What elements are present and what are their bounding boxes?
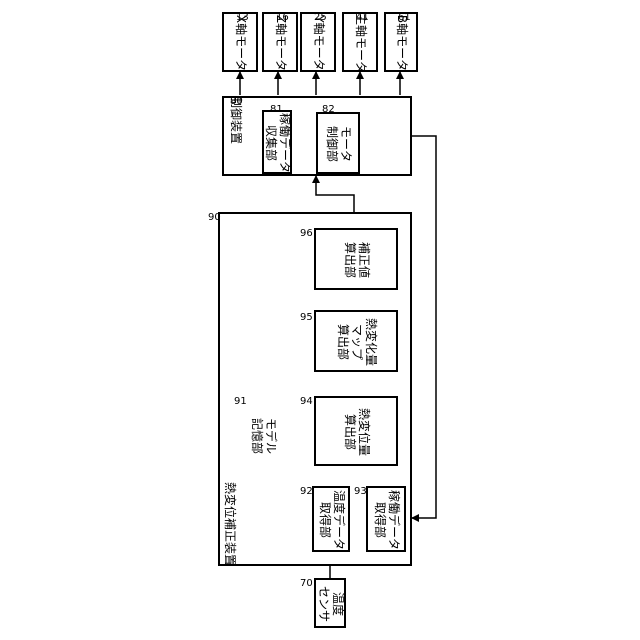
ref-82: 82: [322, 104, 335, 116]
ref-95: 95: [300, 312, 313, 324]
operation-data-collector-block: 稼働データ 収集部: [262, 110, 292, 174]
ref-25: 25: [314, 12, 327, 24]
ref-61: 61: [398, 12, 411, 24]
ref-93: 93: [354, 486, 367, 498]
ref-70: 70: [300, 578, 313, 590]
ref-92: 92: [300, 486, 313, 498]
ref-13: 13: [236, 12, 249, 24]
displacement-map-calculator-block: 熱変化量 マップ 算出部: [314, 310, 398, 372]
ref-90: 90: [208, 212, 221, 224]
ref-91: 91: [234, 396, 247, 408]
operation-data-acquirer-block: 稼働データ 取得部: [366, 486, 406, 552]
ref-81: 81: [270, 104, 283, 116]
temperature-data-acquirer-block: 温度データ 取得部: [312, 486, 350, 552]
displacement-calculator-block: 熱変位量 算出部: [314, 396, 398, 466]
ref-96: 96: [300, 228, 313, 240]
ref-80: 80: [230, 96, 243, 108]
ref-41: 41: [356, 12, 369, 24]
motor-controller-block: モータ 制御部: [316, 112, 360, 174]
ref-16: 16: [276, 12, 289, 24]
correction-calculator-block: 補正値 算出部: [314, 228, 398, 290]
ref-94: 94: [300, 396, 313, 408]
temperature-sensor-block: 温度 センサ: [314, 578, 346, 628]
